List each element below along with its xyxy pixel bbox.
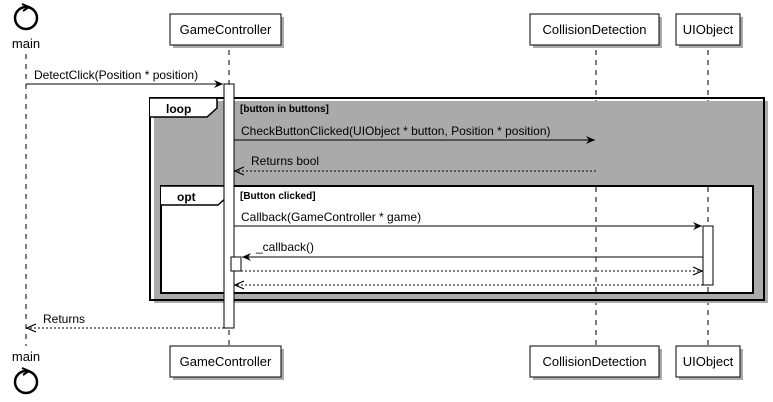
message-check-button-label: CheckButtonClicked(UIObject * button, Po… (241, 124, 551, 138)
ui-object-label-bottom: UIObject (683, 354, 734, 369)
main-actor-bottom: main (12, 349, 40, 395)
game-controller-activation (223, 83, 235, 329)
game-controller-box-bottom: GameController (169, 345, 284, 380)
loop-guard: [button in buttons] (240, 104, 329, 115)
game-controller-nested-activation (230, 256, 242, 272)
opt-keyword: opt (177, 190, 196, 204)
main-control-icon-arrow (21, 3, 32, 12)
message-callback-label: Callback(GameController * game) (241, 210, 421, 224)
game-controller-label-top: GameController (180, 22, 272, 37)
ui-object-box-bottom: UIObject (675, 345, 743, 380)
opt-guard: [Button clicked] (240, 191, 316, 202)
collision-detection-label-bottom: CollisionDetection (542, 354, 646, 369)
main-label-top: main (12, 36, 40, 51)
message-detect-click-label: DetectClick(Position * position) (34, 68, 198, 82)
main-control-icon-bottom (13, 369, 39, 395)
collision-detection-box-top: CollisionDetection (529, 13, 662, 48)
ui-object-label-top: UIObject (683, 22, 734, 37)
message-returns-bool-label: Returns bool (251, 154, 319, 168)
main-control-icon-bottom-arrow (21, 367, 32, 376)
main-actor-top: main (12, 3, 40, 51)
message-inner-callback: _callback() (242, 240, 703, 261)
main-control-icon (13, 5, 39, 31)
message-returns-bool: Returns bool (235, 154, 596, 171)
main-label-bottom: main (12, 349, 40, 364)
opt-fragment: opt [Button clicked] (160, 185, 757, 296)
message-returns: Returns (27, 312, 224, 328)
message-returns-label: Returns (43, 312, 85, 326)
message-inner-callback-label: _callback() (255, 240, 314, 254)
ui-object-box-top: UIObject (675, 13, 743, 48)
collision-detection-label-top: CollisionDetection (542, 22, 646, 37)
ui-object-activation (702, 225, 714, 286)
loop-keyword: loop (166, 102, 191, 116)
game-controller-box-top: GameController (169, 13, 284, 48)
message-check-button: CheckButtonClicked(UIObject * button, Po… (234, 124, 595, 144)
message-detect-click: DetectClick(Position * position) (26, 68, 223, 88)
game-controller-label-bottom: GameController (180, 354, 272, 369)
collision-detection-box-bottom: CollisionDetection (529, 345, 662, 380)
message-callback: Callback(GameController * game) (234, 210, 702, 230)
